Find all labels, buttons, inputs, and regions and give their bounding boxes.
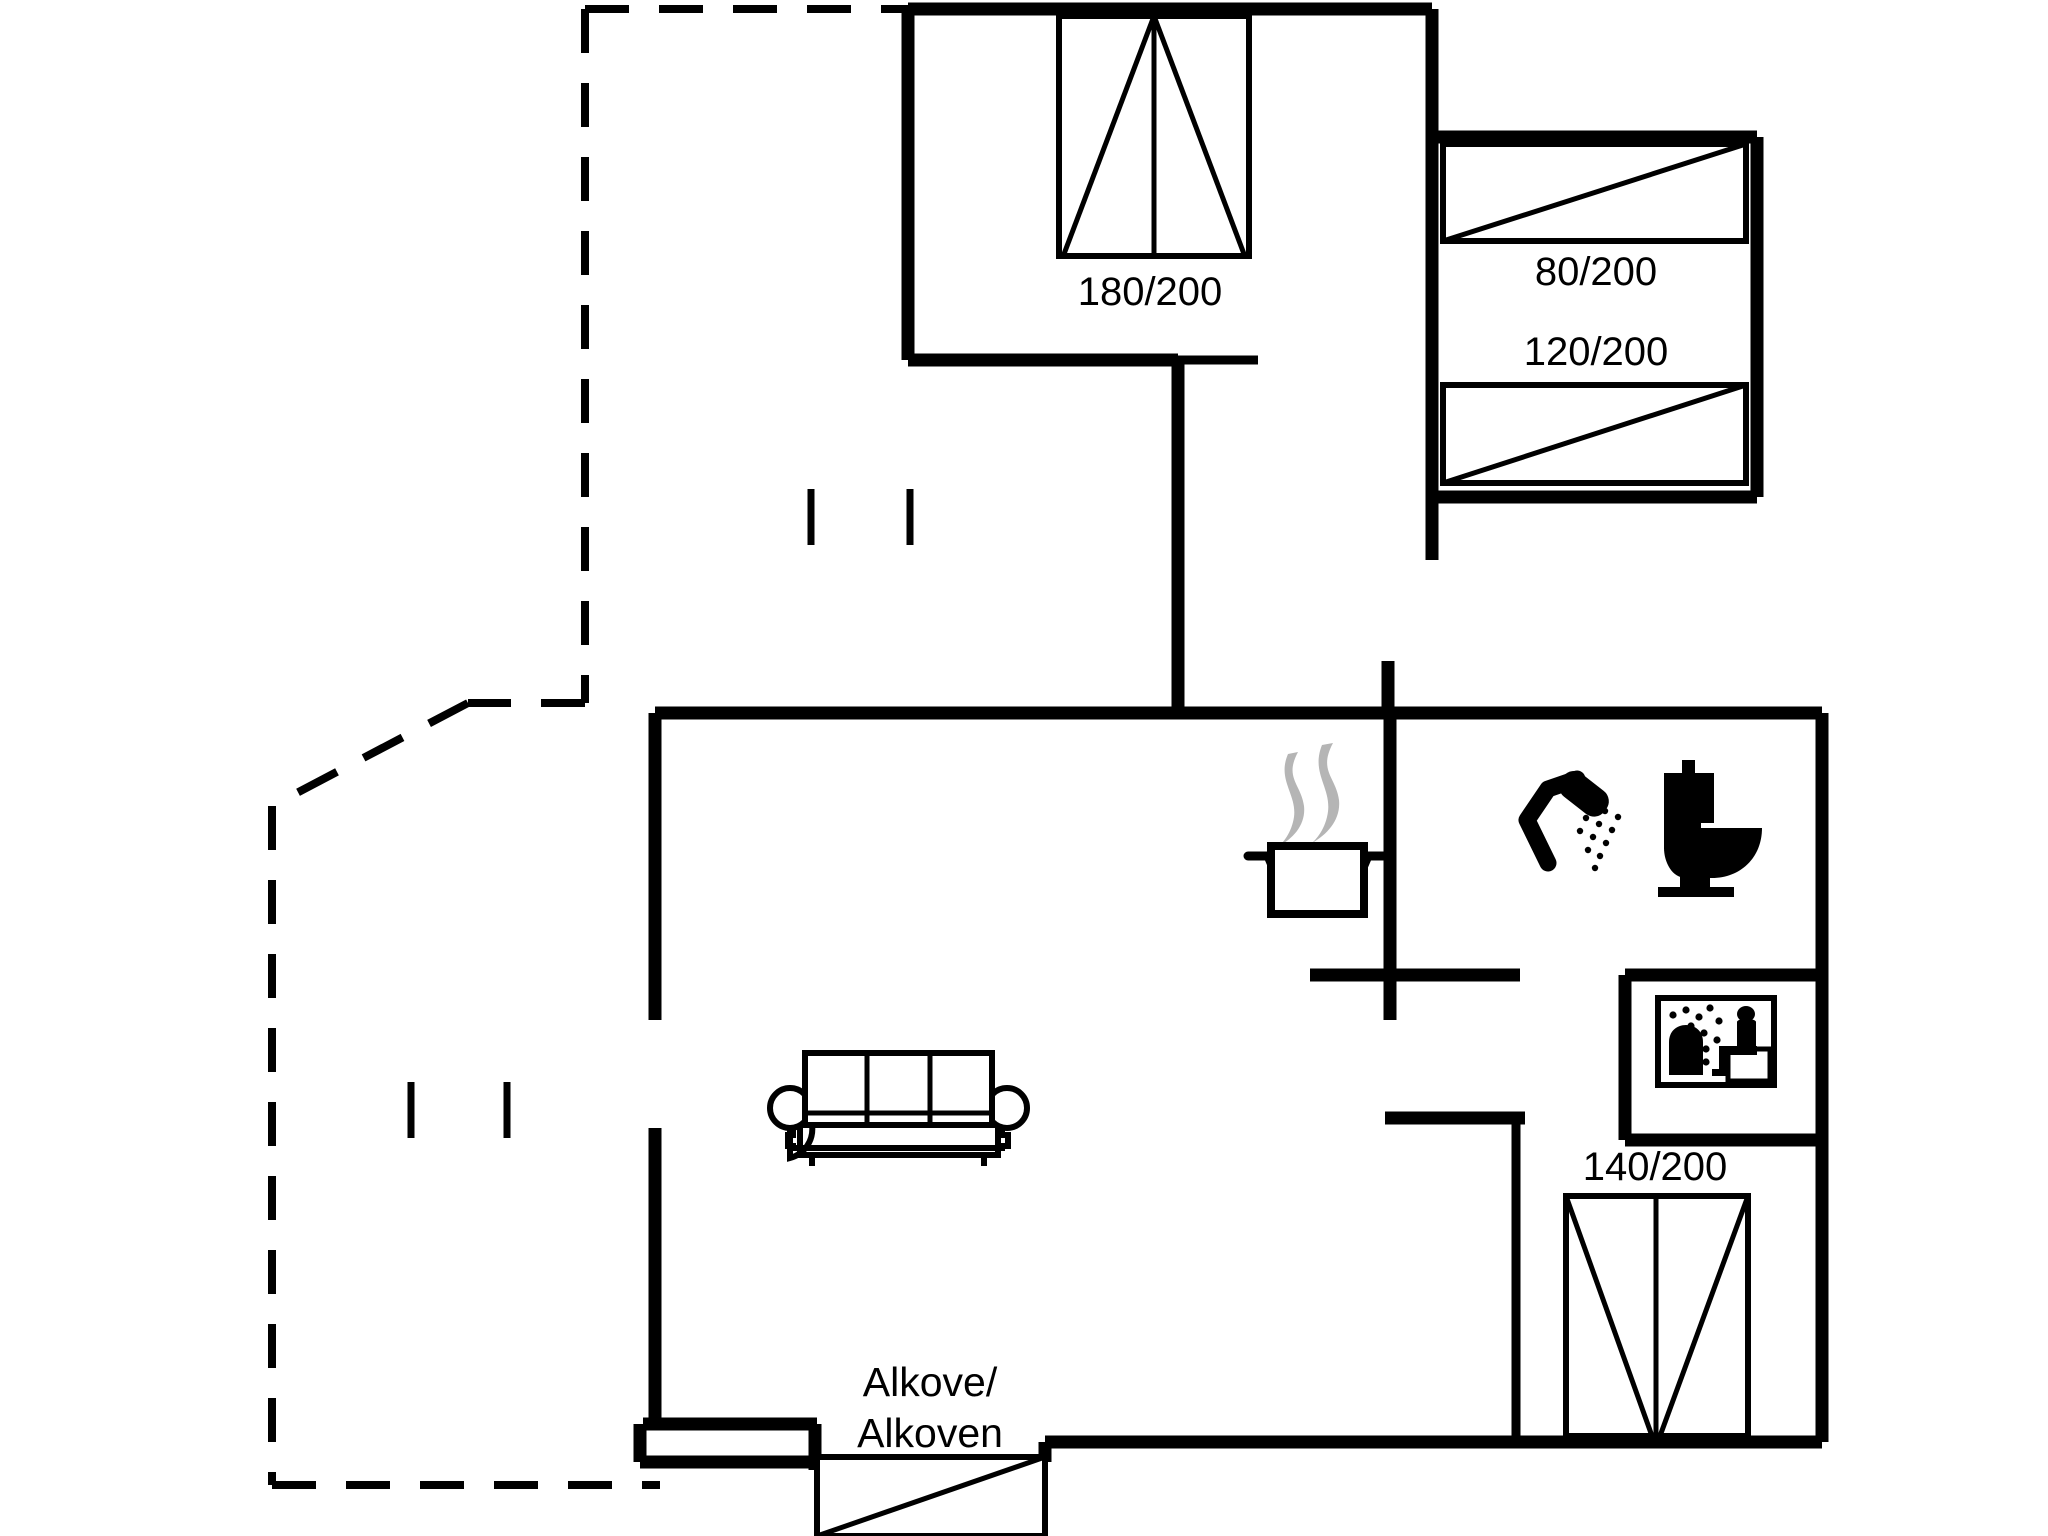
bunk-80-200-diagonal bbox=[1442, 141, 1747, 244]
bunk-bed-80-200: 80/200 bbox=[1440, 141, 1749, 294]
bunk-bed-120-200: 120/200 bbox=[1440, 330, 1749, 486]
shower-head bbox=[1558, 771, 1609, 817]
alcove-label-line2: Alkoven bbox=[857, 1410, 1003, 1456]
terrace-outline bbox=[268, 5, 908, 1489]
sofa-body-outline bbox=[785, 1092, 1011, 1151]
shower-head-group bbox=[1558, 771, 1609, 817]
sauna-icon bbox=[1655, 995, 1777, 1088]
sofa-skirt bbox=[797, 1125, 1001, 1158]
cooking-pot-icon bbox=[1243, 743, 1393, 918]
bed-180-200-label: 180/200 bbox=[1078, 270, 1223, 314]
pot-body bbox=[1267, 842, 1368, 918]
pot-steam-right bbox=[1312, 743, 1340, 843]
toilet-bowl bbox=[1664, 828, 1762, 878]
bed-180-200-duvet-right bbox=[1151, 15, 1247, 255]
bed-140-200-label: 140/200 bbox=[1583, 1145, 1728, 1189]
shower-icon bbox=[1518, 770, 1622, 872]
sauna-heater bbox=[1669, 1025, 1703, 1075]
toilet-base bbox=[1658, 887, 1734, 897]
bunk-80-200-label: 80/200 bbox=[1535, 250, 1657, 294]
bed-140-200: 140/200 bbox=[1563, 1145, 1751, 1439]
bed-140-200-duvet-right bbox=[1657, 1195, 1751, 1437]
window-tick-marks bbox=[407, 489, 914, 1138]
toilet-pedestal bbox=[1680, 872, 1710, 887]
bed-180-200: 180/200 bbox=[1056, 13, 1252, 314]
terrace-edge-chamfer bbox=[270, 699, 470, 810]
shower-droplets bbox=[1576, 801, 1622, 872]
sauna-person bbox=[1712, 1006, 1757, 1076]
alcove-label-line1: Alkove/ bbox=[863, 1359, 998, 1405]
bunk-120-200-label: 120/200 bbox=[1524, 330, 1669, 374]
alcove-bed: Alkove/ Alkoven bbox=[814, 1359, 1048, 1536]
bunk-120-200-diagonal bbox=[1442, 382, 1747, 486]
pot-steam-left bbox=[1279, 752, 1305, 846]
toilet-cistern bbox=[1664, 773, 1714, 823]
sauna-steam-dots bbox=[1669, 1004, 1723, 1066]
toilet-flush-button bbox=[1682, 760, 1695, 773]
bed-140-200-duvet-left bbox=[1563, 1195, 1655, 1437]
alcove-bed-diagonal bbox=[816, 1454, 1046, 1536]
toilet-icon bbox=[1658, 760, 1762, 897]
sofa-icon bbox=[767, 1050, 1030, 1166]
bed-180-200-duvet-left bbox=[1061, 15, 1157, 255]
